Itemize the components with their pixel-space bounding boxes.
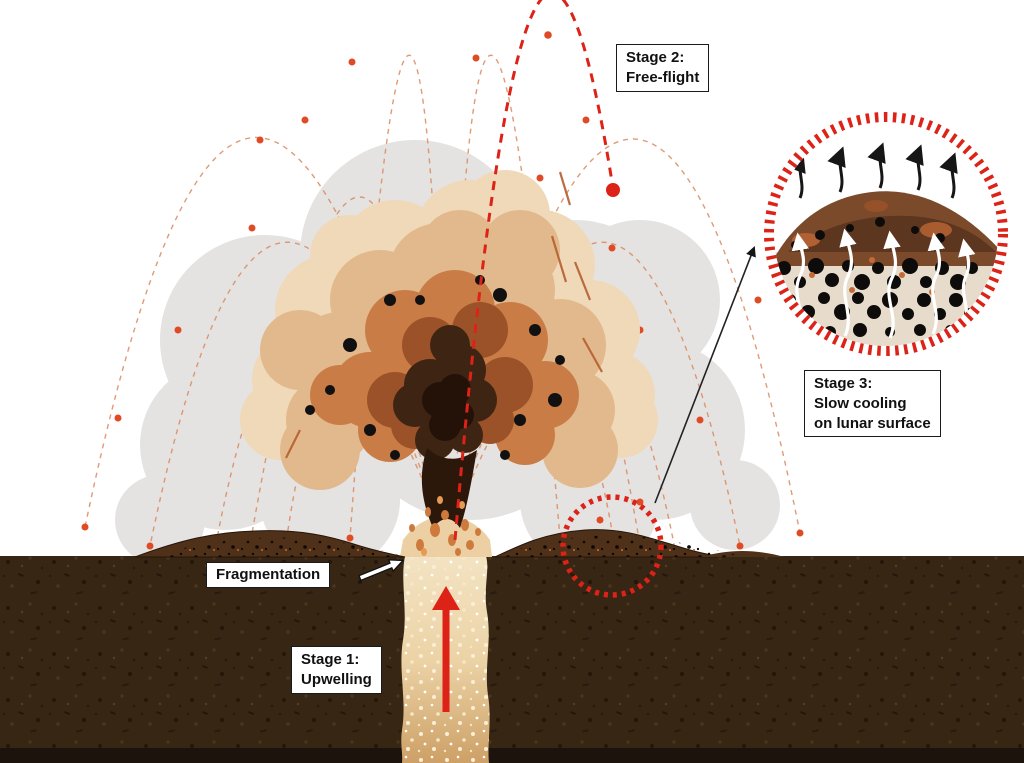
free-flight-trajectory — [453, 0, 620, 541]
plume-streaks — [285, 171, 603, 459]
stage2-line1: Stage 2: — [626, 49, 685, 66]
vent-spray — [409, 496, 481, 556]
label-stage3: Stage 3: Slow cooling on lunar surface — [804, 370, 941, 438]
stage3-line3: on lunar surface — [814, 414, 931, 432]
deposit-right — [494, 529, 785, 558]
stage1-line1: Stage 1: — [301, 651, 360, 668]
eruption-plume — [240, 170, 658, 490]
fragmentation-arrow — [358, 559, 405, 582]
label-stage2: Stage 2: Free-flight — [616, 44, 710, 92]
free-flight-pyroclast-dot — [606, 183, 620, 197]
stage2-line2: Free-flight — [626, 68, 700, 86]
stage1-line2: Upwelling — [301, 670, 372, 688]
inset-degassing-arrows-white — [791, 228, 976, 339]
inset-ring — [764, 112, 1008, 356]
plume-black-core — [422, 374, 474, 441]
sample-region-circle — [560, 494, 664, 598]
ground — [0, 556, 1024, 763]
label-fragmentation: Fragmentation — [206, 562, 331, 588]
stage3-line2: Slow cooling — [814, 394, 907, 412]
inset-magnified-deposit — [764, 112, 1008, 356]
inset-connector-arrow — [654, 246, 756, 504]
ground-bottom-band — [0, 748, 1024, 763]
label-stage1: Stage 1: Upwelling — [291, 646, 382, 694]
upwelling-arrow — [432, 586, 460, 712]
deposit-left — [134, 530, 406, 558]
stage3-line1: Stage 3: — [814, 375, 873, 392]
